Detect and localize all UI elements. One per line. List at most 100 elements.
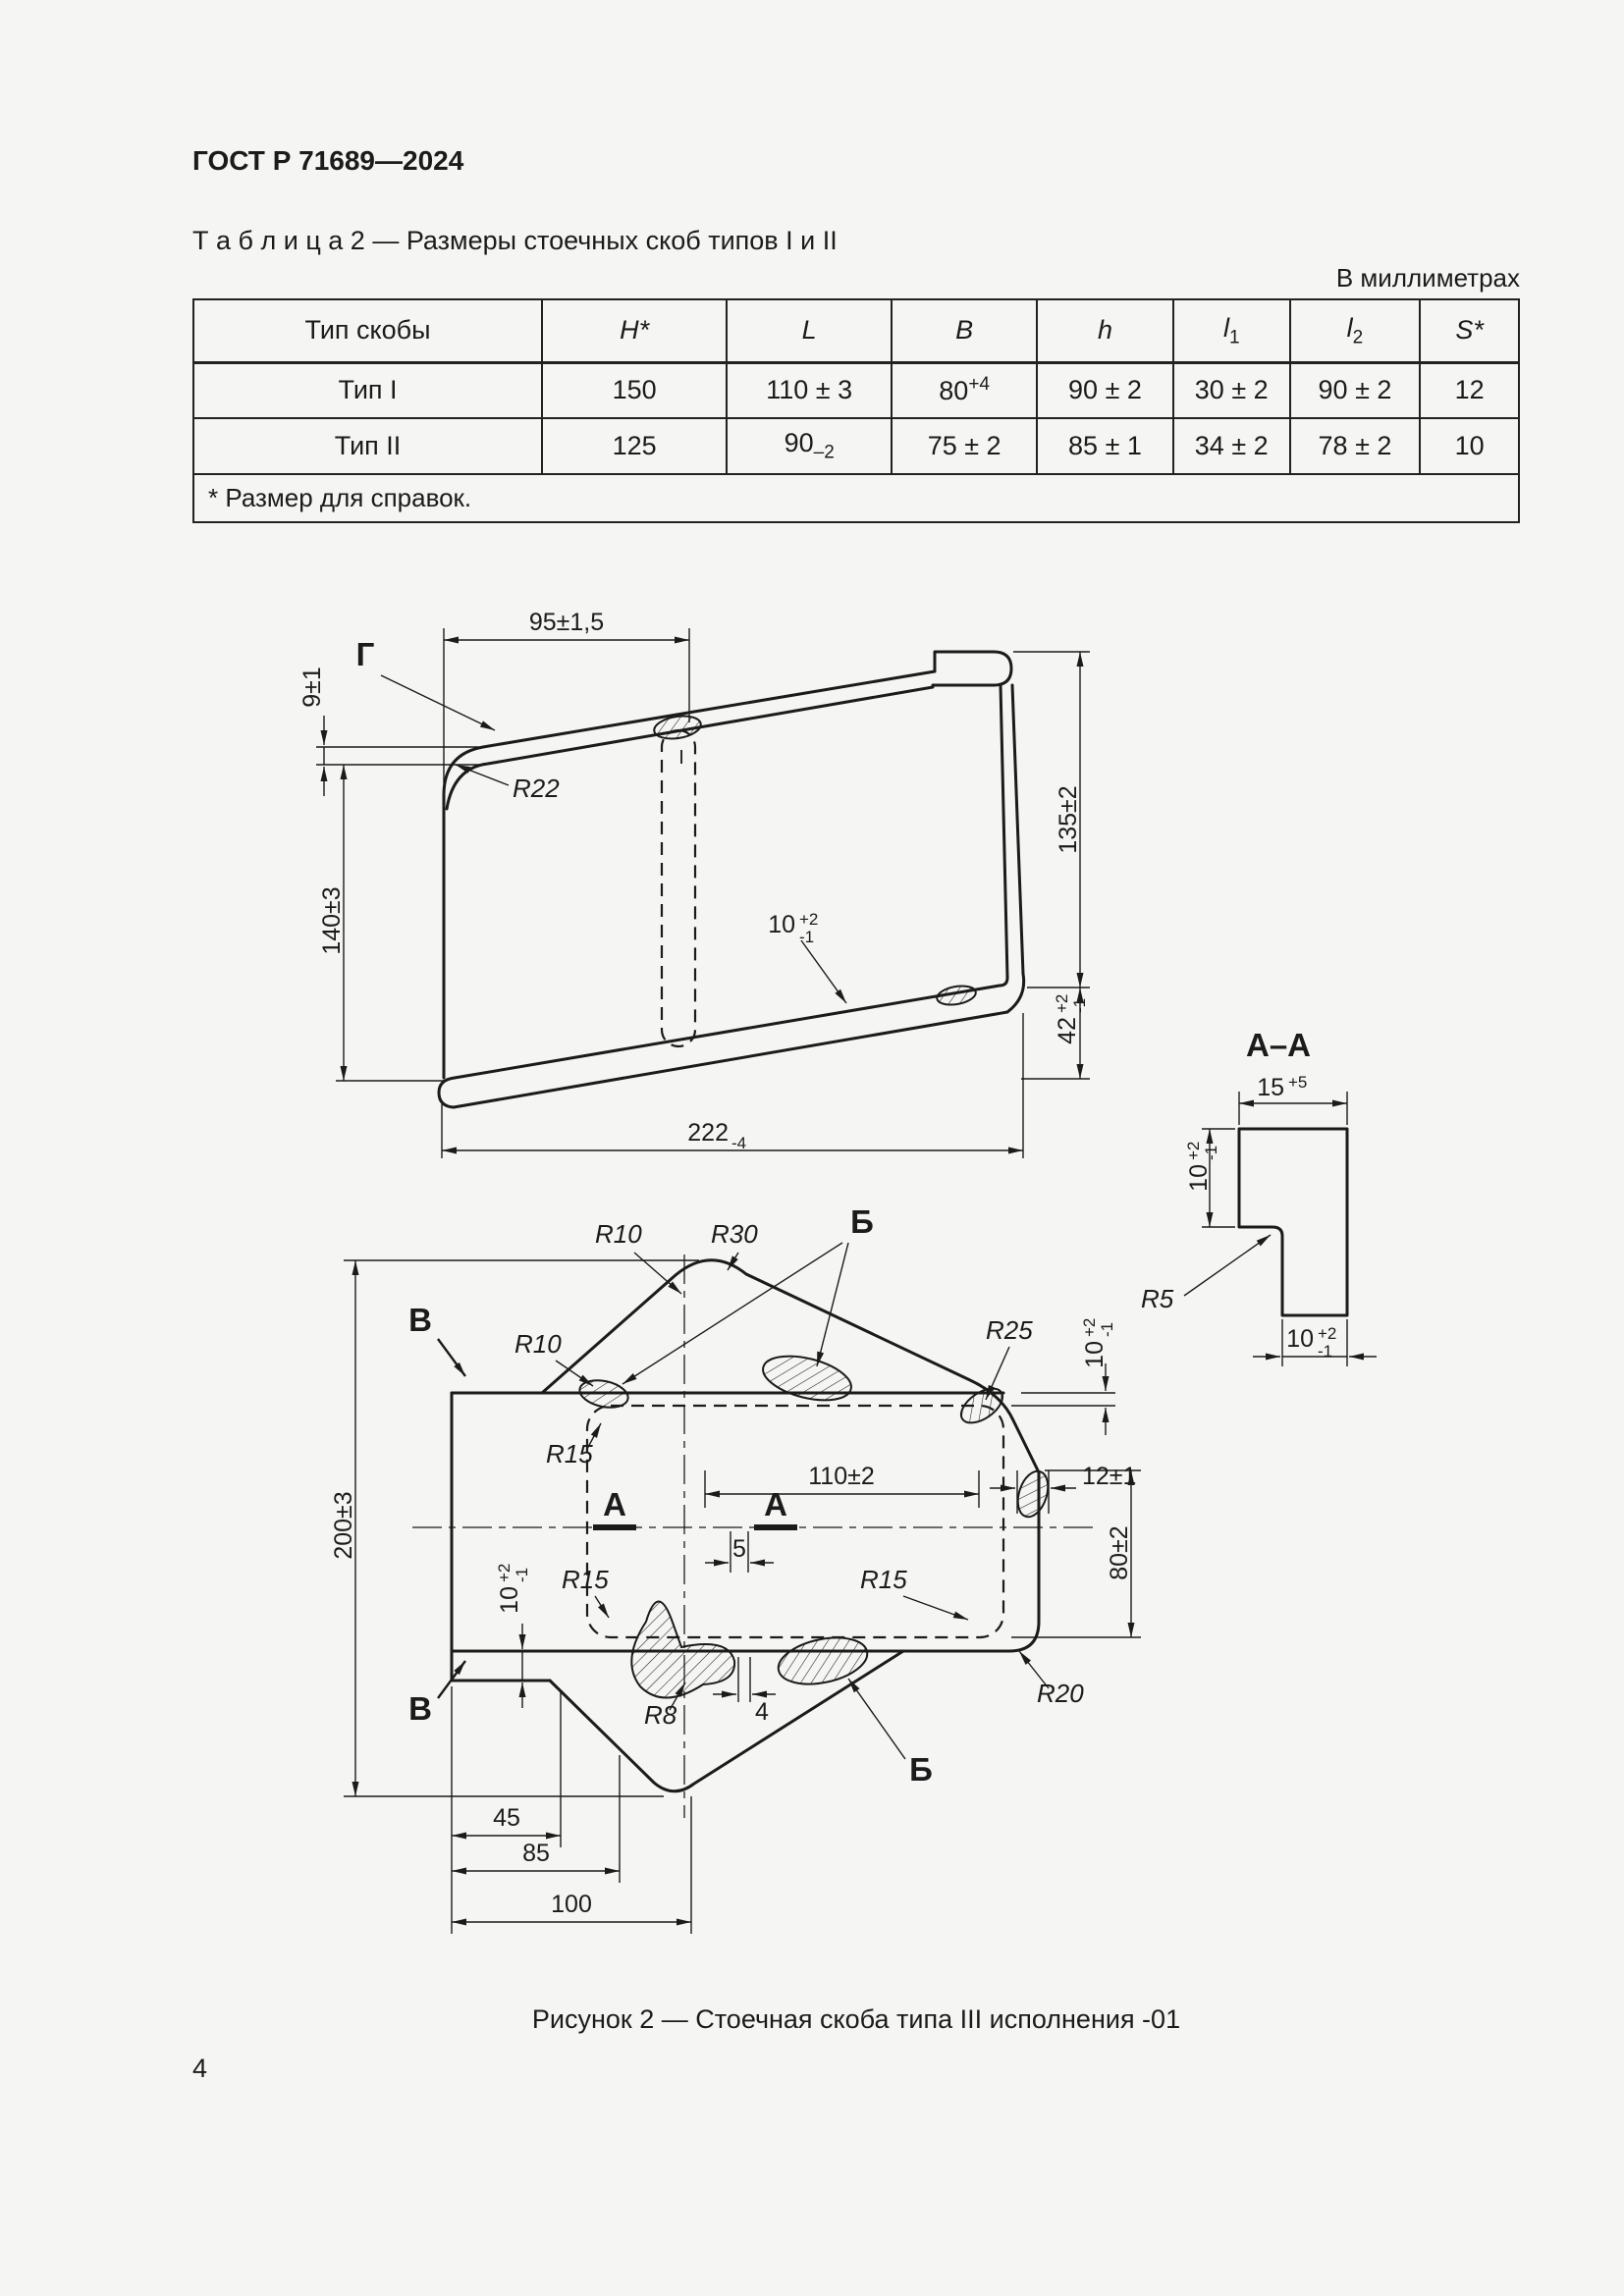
label-b-bottom: Б <box>847 1678 933 1788</box>
svg-text:100: 100 <box>551 1891 592 1918</box>
svg-text:R15: R15 <box>860 1565 907 1594</box>
svg-text:+2: +2 <box>1184 1142 1203 1160</box>
figure-caption: Рисунок 2 — Стоечная скоба типа III испо… <box>531 2004 1181 2034</box>
dimension-10-bottom: 10 +2 -1 <box>1253 1319 1377 1366</box>
cell-type: Тип II <box>191 417 544 475</box>
svg-text:10: 10 <box>496 1586 523 1614</box>
svg-text:85: 85 <box>522 1840 550 1867</box>
table-row: Тип II 125 90–2 75 ± 2 85 ± 1 34 ± 2 78 … <box>191 417 1520 475</box>
dimensions-table: Тип скобы H* L B h l1 l2 S* Тип I 150 11… <box>191 298 1520 523</box>
local-cut-bottom <box>936 985 977 1006</box>
svg-text:80±2: 80±2 <box>1106 1525 1133 1579</box>
dimension-222: 222 -4 <box>441 1013 1024 1158</box>
radius-r15-lower-left: R15 <box>562 1565 610 1619</box>
svg-text:45: 45 <box>493 1804 520 1832</box>
svg-text:А: А <box>764 1486 787 1522</box>
dimension-135: 135±2 <box>1013 651 1090 988</box>
svg-text:+2: +2 <box>799 910 818 929</box>
svg-text:-1: -1 <box>1070 998 1089 1013</box>
section-profile <box>1237 1127 1349 1317</box>
view-arrow-v-top: В <box>408 1302 466 1377</box>
svg-text:10: 10 <box>1081 1341 1109 1368</box>
svg-text:9±1: 9±1 <box>298 667 326 708</box>
hidden-slot <box>660 728 697 1048</box>
dimension-42: 42 +2 -1 <box>1021 988 1090 1080</box>
dimension-10-bottom-left: 10 +2 -1 <box>495 1564 531 1708</box>
table-footnote-row: * Размер для справок. <box>192 473 1520 523</box>
svg-text:+2: +2 <box>495 1564 514 1582</box>
svg-text:95±1,5: 95±1,5 <box>529 609 604 636</box>
svg-text:15: 15 <box>1257 1074 1284 1101</box>
radius-r20: R20 <box>1018 1650 1084 1708</box>
dimension-45: 45 <box>451 1686 562 1934</box>
drawing-plan-view: А А 5 R10 R30 Б <box>330 1203 1141 1934</box>
dimension-12: 12±1 <box>990 1463 1136 1514</box>
svg-text:R5: R5 <box>1141 1284 1174 1313</box>
cell-B: 80+4 <box>891 361 1039 419</box>
view-arrow-g: Г <box>356 636 496 731</box>
plate-outline <box>450 1258 1041 1793</box>
cell-l2: 78 ± 2 <box>1288 417 1422 475</box>
drawing-isometric-view: I 95±1,5 9±1 Г <box>298 609 1090 1158</box>
svg-text:Б: Б <box>850 1203 874 1240</box>
svg-text:+2: +2 <box>1080 1318 1099 1337</box>
section-marks-a-a: А А <box>593 1486 797 1530</box>
svg-text:10: 10 <box>1185 1164 1213 1192</box>
cell-L: 110 ± 3 <box>726 361 893 419</box>
dimension-5: 5 <box>705 1531 774 1573</box>
radius-r30: R30 <box>711 1219 758 1271</box>
slot-b-top <box>762 1355 852 1402</box>
page-number: 4 <box>192 2054 208 2083</box>
svg-text:10: 10 <box>768 911 795 938</box>
svg-text:R22: R22 <box>513 774 560 803</box>
svg-text:R30: R30 <box>711 1219 758 1249</box>
col-h: h <box>1036 298 1174 364</box>
svg-text:4: 4 <box>755 1698 769 1726</box>
svg-text:В: В <box>408 1690 432 1727</box>
section-mark-i: I <box>678 747 684 769</box>
cell-B: 75 ± 2 <box>891 417 1039 475</box>
svg-text:Г: Г <box>356 636 375 672</box>
radius-r22: R22 <box>455 764 560 803</box>
dimension-4: 4 <box>713 1657 776 1726</box>
radius-r8: R8 <box>644 1682 686 1730</box>
radius-r10-top: R10 <box>595 1219 682 1295</box>
svg-text:R25: R25 <box>986 1315 1033 1345</box>
table-caption: Т а б л и ц а 2 — Размеры стоечных скоб … <box>192 226 838 255</box>
section-a-a: А–А 15 +5 10 +2 -1 R5 <box>1141 1027 1377 1366</box>
dimension-85: 85 <box>452 1755 621 1883</box>
cell-S: 12 <box>1419 361 1520 419</box>
col-B: B <box>891 298 1039 364</box>
radius-r10-left: R10 <box>514 1329 594 1387</box>
svg-text:42: 42 <box>1054 1017 1081 1044</box>
svg-text:-1: -1 <box>1202 1146 1220 1160</box>
svg-text:140±3: 140±3 <box>318 886 346 954</box>
svg-text:-1: -1 <box>1098 1322 1116 1337</box>
cell-h: 90 ± 2 <box>1036 361 1174 419</box>
col-S: S* <box>1419 298 1520 364</box>
svg-text:R15: R15 <box>562 1565 609 1594</box>
cell-H: 150 <box>541 361 729 419</box>
col-l1: l1 <box>1171 298 1291 364</box>
cell-l1: 34 ± 2 <box>1171 417 1291 475</box>
units-note: В миллиметрах <box>1335 263 1520 293</box>
svg-text:+2: +2 <box>1318 1324 1336 1343</box>
cell-L: 90–2 <box>726 417 893 475</box>
col-L: L <box>726 298 893 364</box>
view-arrow-v-bottom: В <box>408 1660 466 1727</box>
cell-l1: 30 ± 2 <box>1171 361 1291 419</box>
cell-S: 10 <box>1419 417 1520 475</box>
col-type: Тип скобы <box>191 298 544 364</box>
table-header-row: Тип скобы H* L B h l1 l2 S* <box>191 298 1520 364</box>
svg-text:R10: R10 <box>514 1329 562 1359</box>
section-title: А–А <box>1246 1027 1311 1063</box>
svg-text:-4: -4 <box>731 1134 746 1152</box>
radius-r15-upper-left: R15 <box>546 1422 602 1468</box>
svg-text:R15: R15 <box>546 1439 593 1468</box>
dimension-10-top-right: 10 +2 -1 <box>1011 1318 1116 1435</box>
cell-H: 125 <box>541 417 729 475</box>
dimension-200: 200±3 <box>330 1259 699 1797</box>
svg-text:110±2: 110±2 <box>808 1463 874 1490</box>
